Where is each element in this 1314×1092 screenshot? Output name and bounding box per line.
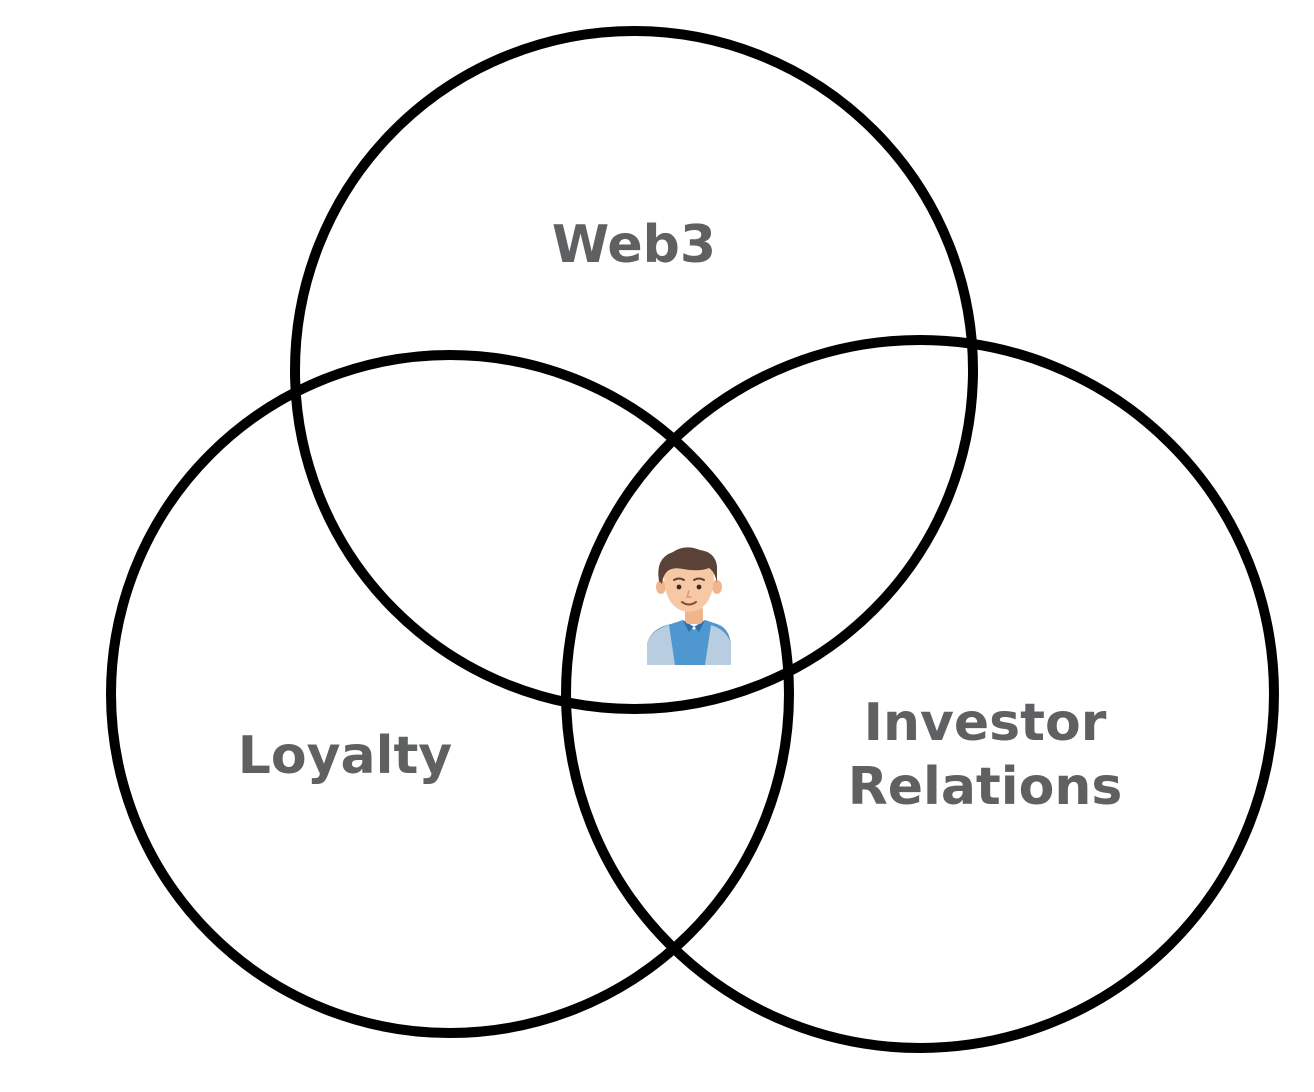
investor-relations-label-line-1: Investor bbox=[864, 693, 1107, 753]
web3-label: Web3 bbox=[552, 215, 716, 275]
person-avatar-icon bbox=[647, 547, 731, 665]
web3-circle bbox=[290, 26, 978, 714]
investor-relations-label-line-2: Relations bbox=[848, 757, 1123, 817]
investor-relations-circle bbox=[561, 335, 1279, 1053]
loyalty-circle bbox=[106, 350, 794, 1038]
loyalty-label: Loyalty bbox=[238, 726, 452, 786]
